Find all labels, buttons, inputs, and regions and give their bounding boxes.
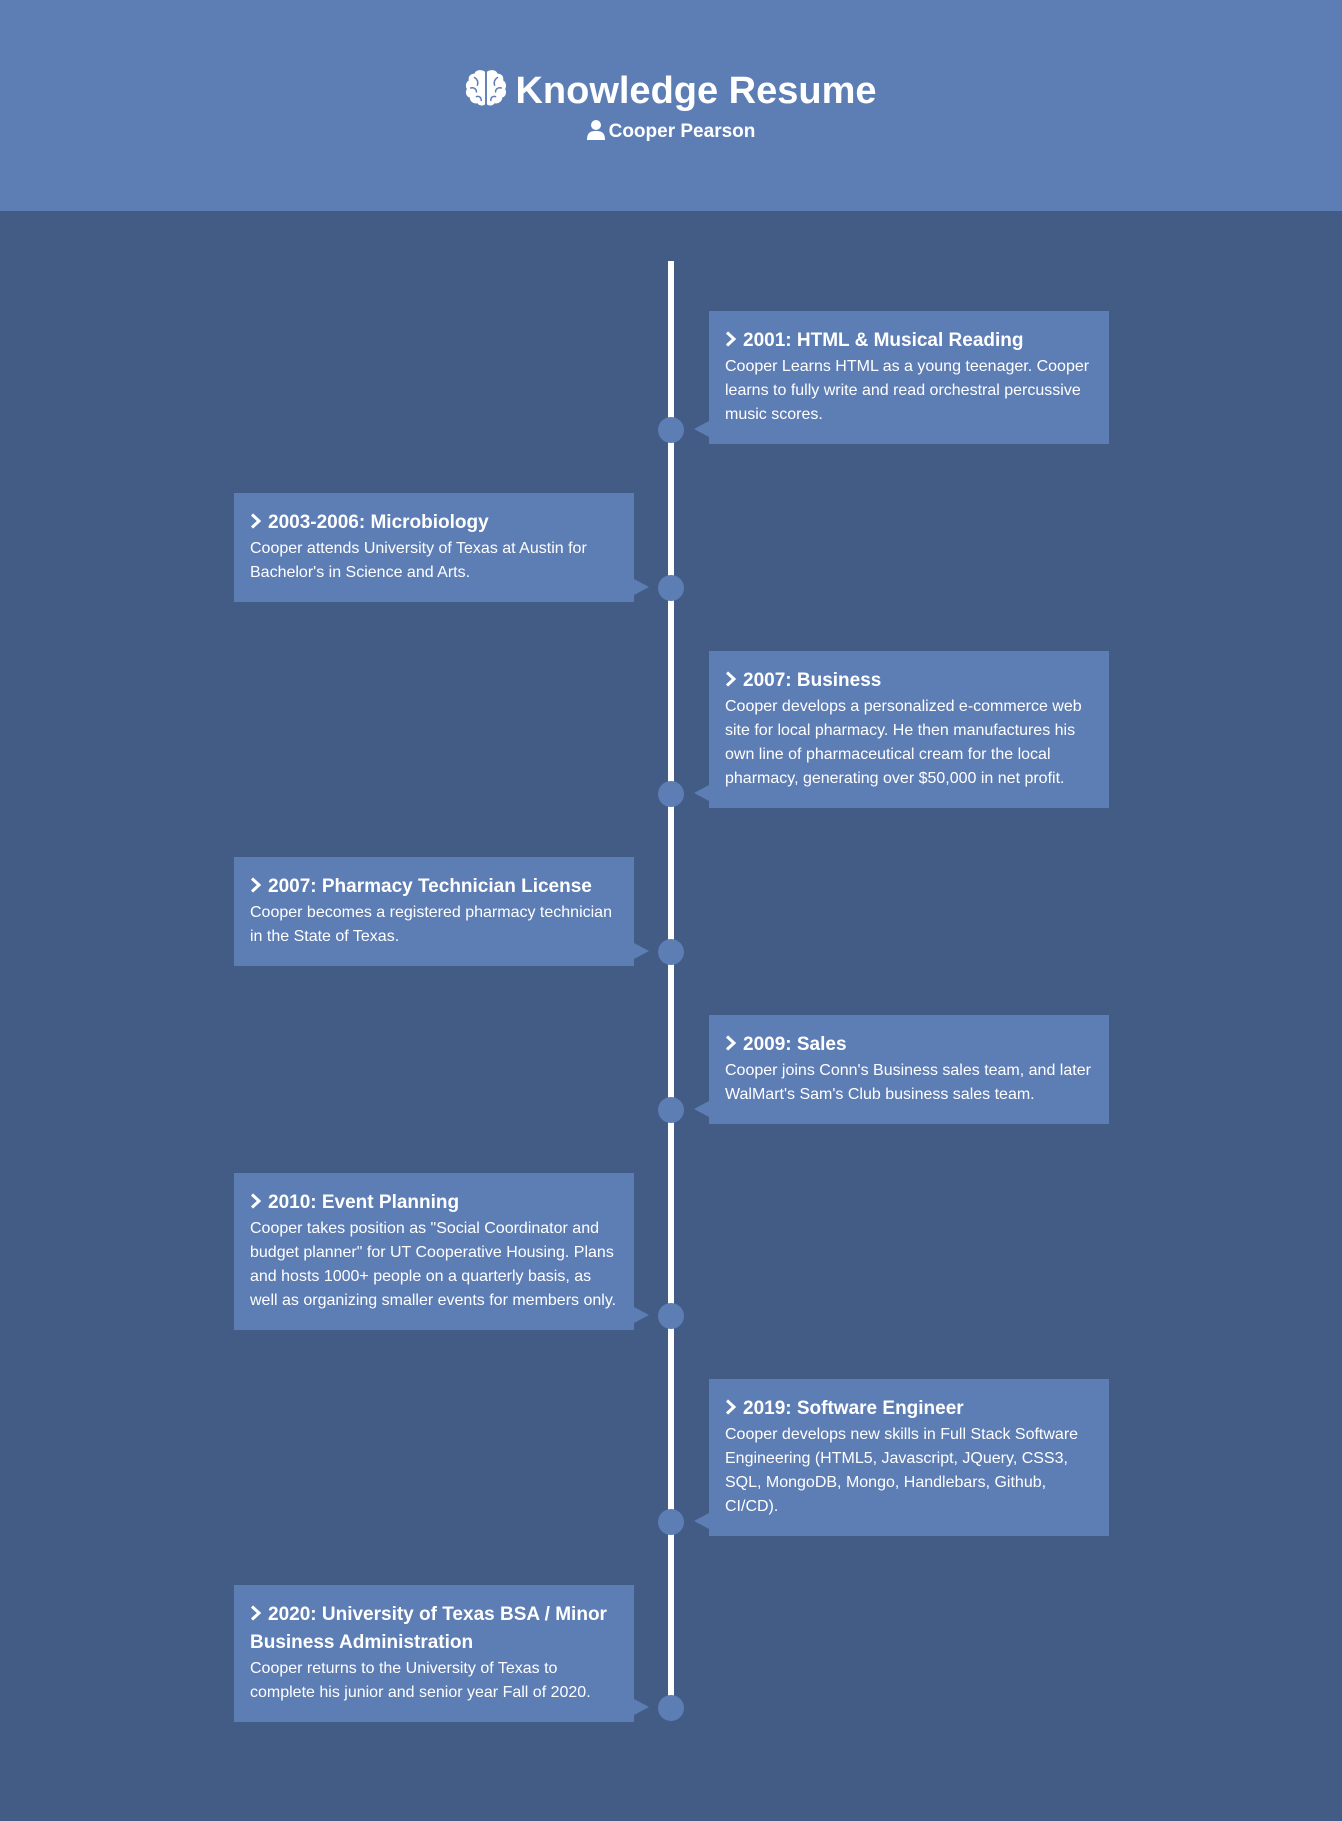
timeline-card-pointer [634, 943, 649, 959]
timeline-card-description: Cooper returns to the University of Texa… [250, 1660, 591, 1701]
chevron-right-icon [725, 671, 737, 687]
timeline-card-description: Cooper develops a personalized e-commerc… [725, 698, 1082, 787]
timeline-card-pointer [634, 579, 649, 595]
timeline-card-title-text: 2007: Business [743, 670, 882, 691]
timeline-card: 2009: Sales Cooper joins Conn's Business… [694, 1015, 1109, 1124]
timeline-card: 2010: Event Planning Cooper takes positi… [234, 1173, 649, 1330]
timeline-dot [658, 1509, 684, 1535]
timeline-card-title-text: 2010: Event Planning [268, 1192, 460, 1213]
chevron-right-icon [725, 331, 737, 347]
timeline-card-pointer [694, 785, 709, 801]
timeline-dot [658, 939, 684, 965]
timeline-card-title-text: 2001: HTML & Musical Reading [743, 330, 1024, 351]
chevron-right-icon [250, 1193, 262, 1209]
timeline-card: 2020: University of Texas BSA / Minor Bu… [234, 1585, 649, 1722]
timeline-dot [658, 1695, 684, 1721]
timeline-line [668, 261, 674, 1708]
timeline-card: 2007: Pharmacy Technician License Cooper… [234, 857, 649, 966]
timeline-card: 2007: Business Cooper develops a persona… [694, 651, 1109, 808]
chevron-right-icon [250, 513, 262, 529]
chevron-right-icon [250, 1605, 262, 1621]
timeline-card-description: Cooper Learns HTML as a young teenager. … [725, 358, 1090, 423]
timeline-card-description: Cooper joins Conn's Business sales team,… [725, 1062, 1091, 1103]
timeline-card-title: 2003-2006: Microbiology [250, 509, 618, 537]
timeline-card-title: 2010: Event Planning [250, 1189, 618, 1217]
timeline-card-pointer [694, 1101, 709, 1117]
app-title: Knowledge Resume [515, 70, 877, 112]
timeline-card-pointer [694, 1513, 709, 1529]
timeline-card-description: Cooper becomes a registered pharmacy tec… [250, 904, 612, 945]
timeline-card-title: 2020: University of Texas BSA / Minor Bu… [250, 1601, 618, 1657]
timeline-card-title-text: 2020: University of Texas BSA / Minor Bu… [250, 1604, 607, 1653]
timeline-card-title: 2001: HTML & Musical Reading [725, 327, 1093, 355]
timeline-card-title-text: 2009: Sales [743, 1034, 847, 1055]
timeline-card-title-text: 2019: Software Engineer [743, 1398, 964, 1419]
timeline-card: 2003-2006: Microbiology Cooper attends U… [234, 493, 649, 602]
timeline-card-description: Cooper develops new skills in Full Stack… [725, 1426, 1079, 1515]
timeline-card-pointer [634, 1307, 649, 1323]
timeline-card-title: 2007: Business [725, 667, 1093, 695]
user-icon [586, 120, 605, 140]
timeline-card-title-text: 2003-2006: Microbiology [268, 512, 489, 533]
page-header: Knowledge Resume Cooper Pearson [0, 0, 1342, 211]
timeline-dot [658, 575, 684, 601]
timeline-card-title-text: 2007: Pharmacy Technician License [268, 876, 592, 897]
timeline-card-pointer [694, 421, 709, 437]
timeline-card-title: 2007: Pharmacy Technician License [250, 873, 618, 901]
timeline-card-title: 2009: Sales [725, 1031, 1093, 1059]
brain-icon [466, 70, 507, 106]
chevron-right-icon [725, 1399, 737, 1415]
timeline-dot [658, 1097, 684, 1123]
timeline-card-description: Cooper takes position as "Social Coordin… [250, 1220, 617, 1309]
timeline-dot [658, 781, 684, 807]
timeline-card: 2001: HTML & Musical Reading Cooper Lear… [694, 311, 1109, 444]
timeline-card: 2019: Software Engineer Cooper develops … [694, 1379, 1109, 1536]
timeline-dot [658, 1303, 684, 1329]
timeline-dot [658, 417, 684, 443]
chevron-right-icon [250, 877, 262, 893]
resume-owner: Cooper Pearson [0, 120, 1342, 144]
owner-name: Cooper Pearson [608, 121, 756, 142]
timeline-card-pointer [634, 1699, 649, 1715]
timeline-card-description: Cooper attends University of Texas at Au… [250, 540, 587, 581]
timeline-card-title: 2019: Software Engineer [725, 1395, 1093, 1423]
page-title-row: Knowledge Resume [0, 66, 1342, 116]
chevron-right-icon [725, 1035, 737, 1051]
